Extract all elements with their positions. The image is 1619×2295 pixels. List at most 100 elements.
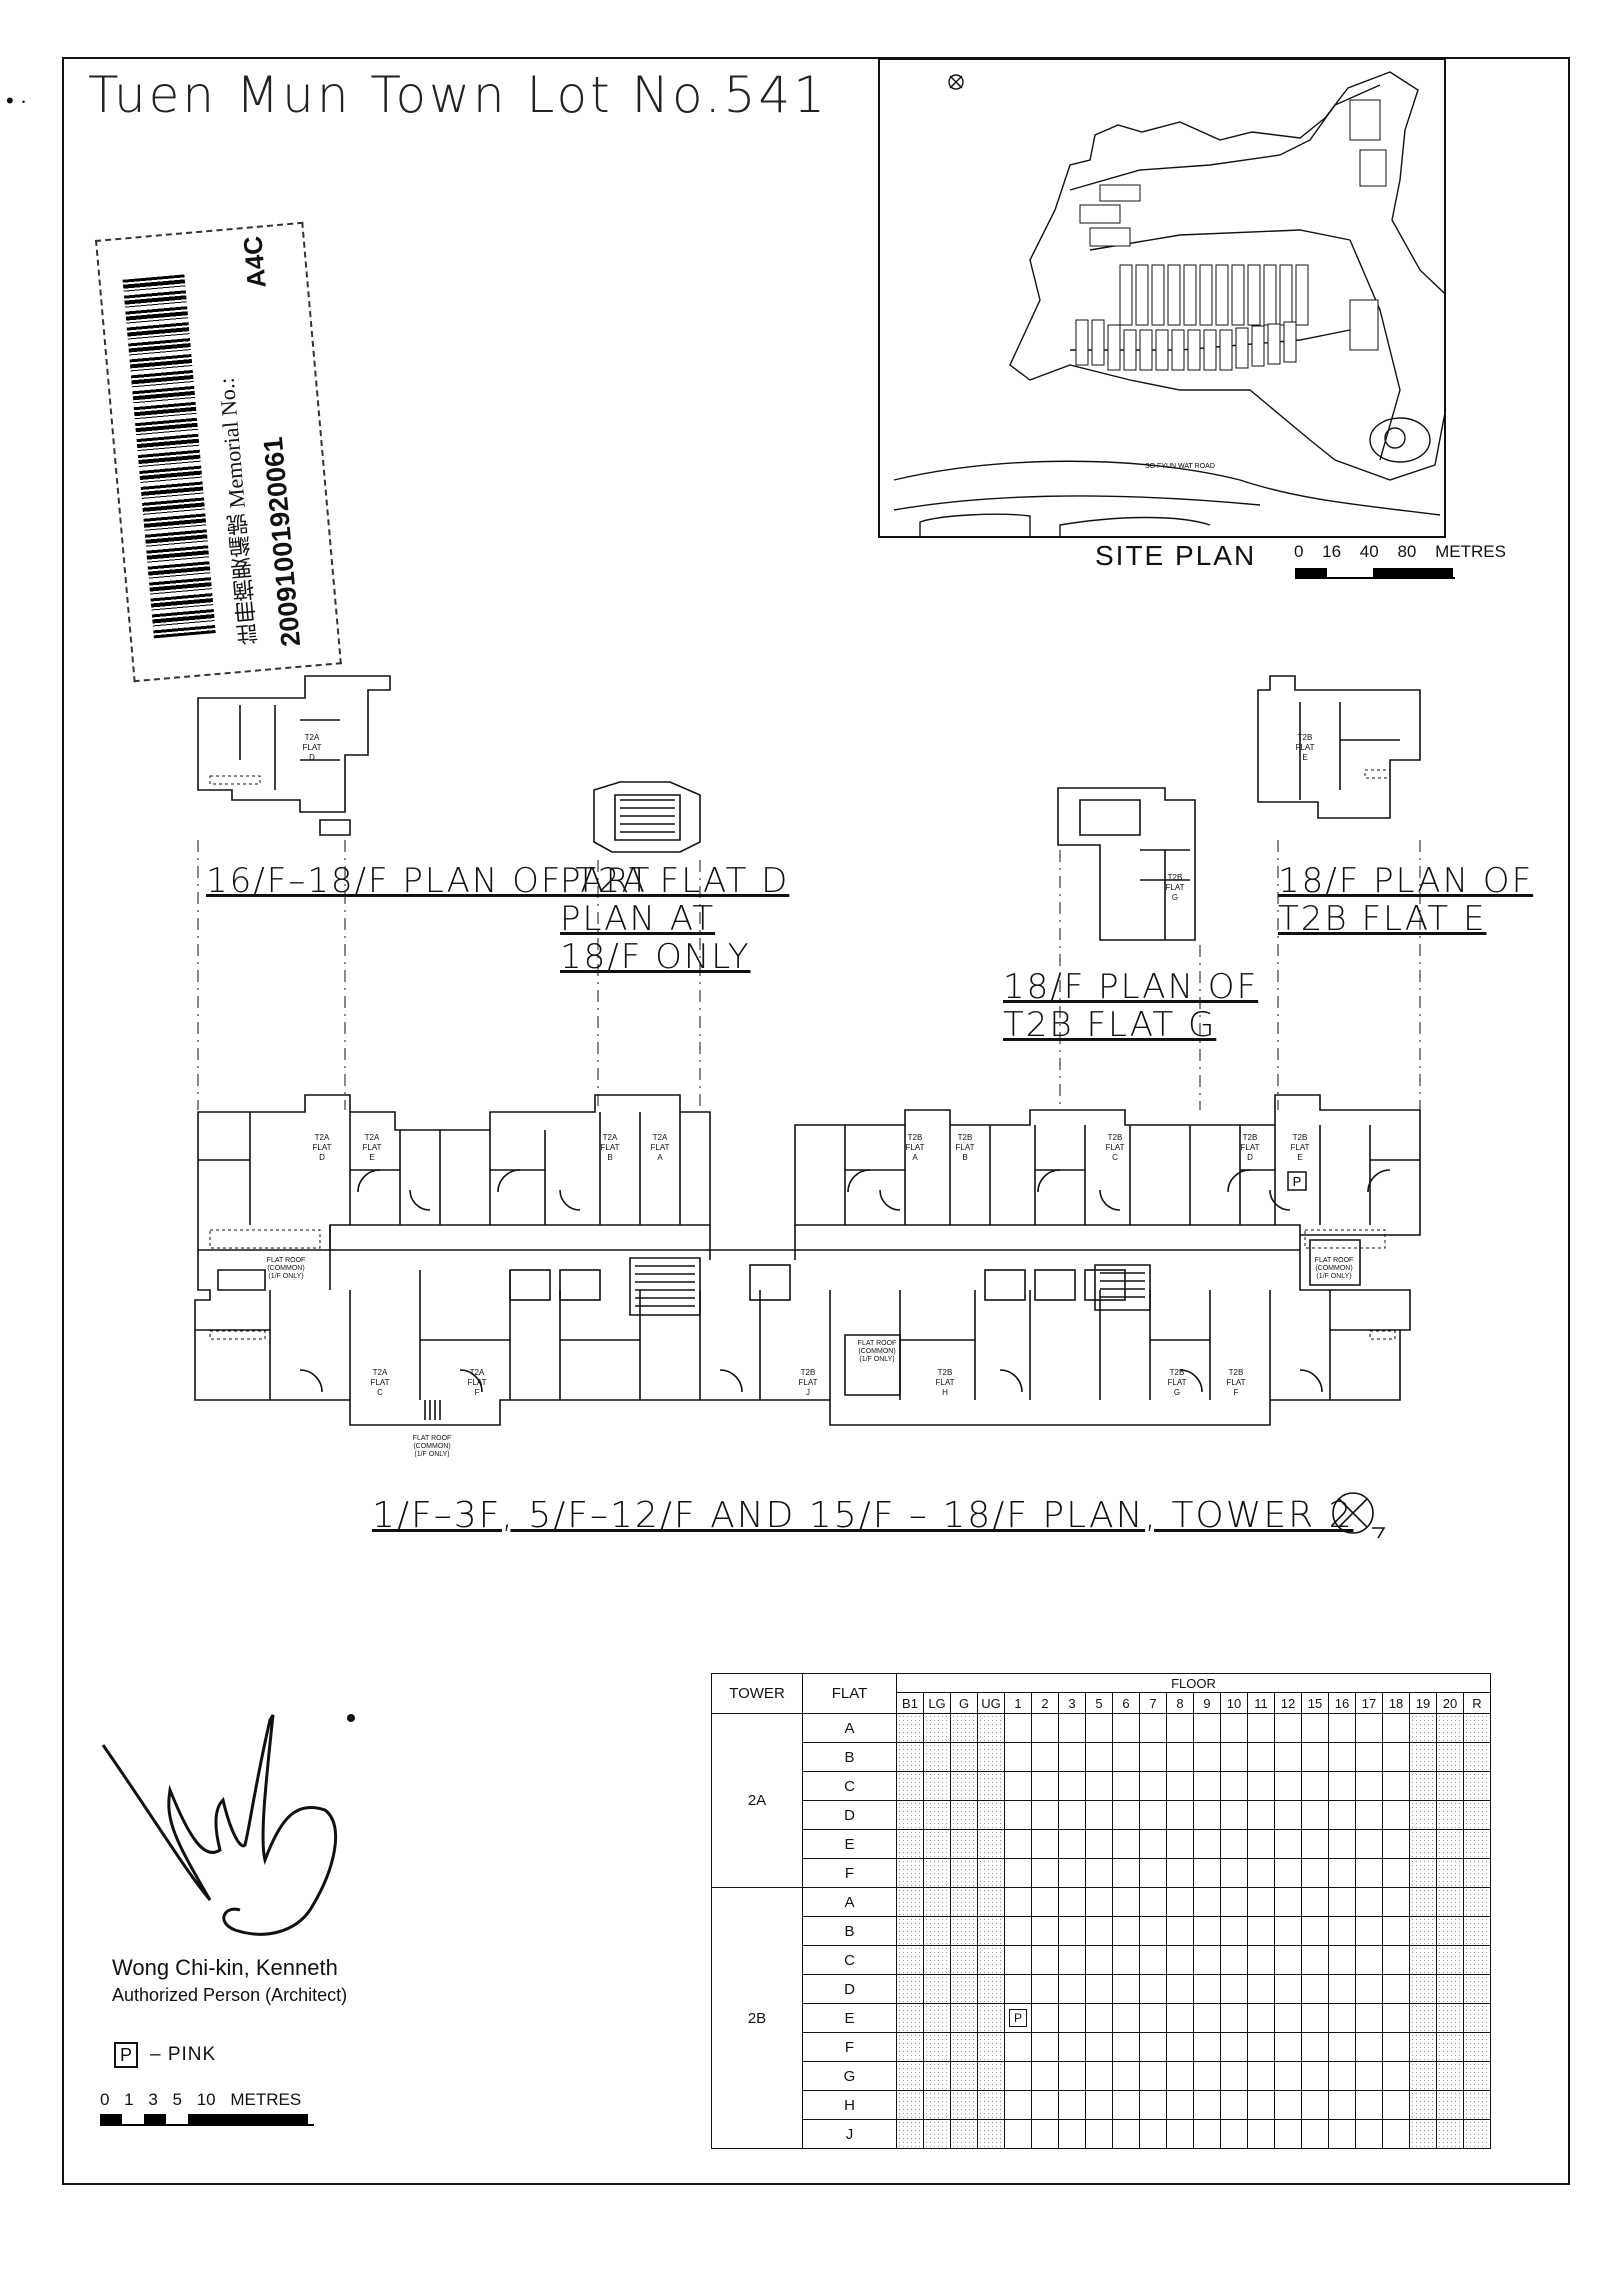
floor-cell bbox=[1058, 1858, 1086, 1888]
floor-cell bbox=[1301, 2090, 1329, 2120]
floor-number-header: UG bbox=[977, 1692, 1005, 1714]
margin-dots: • · bbox=[6, 88, 28, 113]
floor-cell bbox=[1247, 1858, 1275, 1888]
roof-label-mid: FLAT ROOF bbox=[858, 1340, 897, 1347]
floor-cell bbox=[1085, 1916, 1113, 1946]
floor-cell bbox=[1409, 2003, 1437, 2033]
floor-cell bbox=[1085, 1742, 1113, 1772]
authorized-person-role: Authorized Person (Architect) bbox=[112, 1985, 348, 2005]
site-plan-scale-text: 0 16 40 80 METRES bbox=[1294, 542, 1506, 561]
floor-cell bbox=[1463, 2090, 1491, 2120]
floor-cell bbox=[923, 1742, 951, 1772]
floor-cell bbox=[1166, 1974, 1194, 2004]
floor-cell bbox=[1382, 1800, 1410, 1830]
plan-label-t2a-flat-d: 16/F–18/F PLAN OF T2A FLAT D bbox=[206, 861, 790, 901]
floor-cell bbox=[1436, 1974, 1464, 2004]
floor-number-header: 3 bbox=[1058, 1692, 1086, 1714]
floor-cell bbox=[1301, 1800, 1329, 1830]
svg-text:FLAT: FLAT bbox=[1168, 1378, 1187, 1387]
floor-cell bbox=[977, 1916, 1005, 1946]
plan-label-t2b-flat-e: 18/F PLAN OF T2B FLAT E bbox=[1278, 861, 1534, 939]
floor-cell bbox=[1031, 1858, 1059, 1888]
floor-cell bbox=[1220, 1974, 1248, 2004]
table-row: D bbox=[712, 1800, 1491, 1830]
floor-cell bbox=[1031, 2119, 1059, 2149]
svg-text:FLAT: FLAT bbox=[601, 1143, 620, 1152]
floor-cell bbox=[1301, 2003, 1329, 2033]
floor-cell bbox=[1301, 1916, 1329, 1946]
floor-cell bbox=[1301, 1974, 1329, 2004]
table-row: F bbox=[712, 2032, 1491, 2062]
floor-cell bbox=[950, 1858, 978, 1888]
flat-label-t2a-b: T2A bbox=[603, 1133, 618, 1142]
svg-text:H: H bbox=[942, 1388, 948, 1397]
floor-cell bbox=[1301, 2032, 1329, 2062]
floor-cell bbox=[1409, 2032, 1437, 2062]
floor-cell bbox=[1382, 2119, 1410, 2149]
floor-cell bbox=[1328, 2032, 1356, 2062]
floor-plan-scale-bar bbox=[100, 2114, 314, 2126]
svg-text:(COMMON): (COMMON) bbox=[1315, 1265, 1352, 1272]
floor-cell bbox=[1274, 1742, 1302, 1772]
roof-label-left: FLAT ROOF bbox=[267, 1257, 306, 1264]
floor-cell bbox=[950, 1800, 978, 1830]
svg-text:D: D bbox=[309, 753, 315, 762]
floor-cell bbox=[1409, 1887, 1437, 1917]
floor-cell bbox=[1058, 2032, 1086, 2062]
svg-text:FLAT: FLAT bbox=[956, 1143, 975, 1152]
floor-cell bbox=[1085, 1887, 1113, 1917]
floor-cell bbox=[1436, 2003, 1464, 2033]
floor-cell bbox=[1139, 2003, 1167, 2033]
svg-text:E: E bbox=[369, 1153, 374, 1162]
floor-cell bbox=[1436, 1829, 1464, 1859]
svg-text:E: E bbox=[1302, 753, 1307, 762]
floor-cell bbox=[1193, 1945, 1221, 1975]
svg-text:FLAT: FLAT bbox=[303, 743, 322, 752]
floor-cell bbox=[1085, 1713, 1113, 1743]
floor-cell bbox=[1193, 1771, 1221, 1801]
legend-meaning: – PINK bbox=[150, 2044, 217, 2065]
floor-cell bbox=[977, 1800, 1005, 1830]
floor-cell bbox=[1058, 1713, 1086, 1743]
floor-cell bbox=[1058, 1800, 1086, 1830]
svg-text:(COMMON): (COMMON) bbox=[413, 1443, 450, 1450]
floor-cell bbox=[896, 1742, 924, 1772]
floor-cell bbox=[950, 2061, 978, 2091]
floor-cell bbox=[1139, 2090, 1167, 2120]
floor-cell bbox=[1193, 2032, 1221, 2062]
floor-cell bbox=[1274, 2032, 1302, 2062]
floor-cell bbox=[1301, 1858, 1329, 1888]
floor-cell bbox=[977, 1858, 1005, 1888]
floor-cell bbox=[1247, 2032, 1275, 2062]
floor-cell bbox=[923, 2090, 951, 2120]
floor-number-header: 2 bbox=[1031, 1692, 1059, 1714]
floor-cell bbox=[1004, 2061, 1032, 2091]
floor-cell bbox=[1085, 1800, 1113, 1830]
svg-text:FLAT: FLAT bbox=[1241, 1143, 1260, 1152]
svg-text:FLAT: FLAT bbox=[313, 1143, 332, 1152]
floor-cell bbox=[1220, 2061, 1248, 2091]
floor-cell bbox=[1409, 2090, 1437, 2120]
floor-cell bbox=[1166, 1945, 1194, 1975]
legend-symbol: P bbox=[114, 2042, 138, 2068]
svg-text:FLAT: FLAT bbox=[1296, 743, 1315, 752]
floor-number-header: 5 bbox=[1085, 1692, 1113, 1714]
floor-cell bbox=[923, 1887, 951, 1917]
floor-cell bbox=[1409, 2119, 1437, 2149]
floor-cell bbox=[1058, 1945, 1086, 1975]
floor-cell bbox=[1058, 1829, 1086, 1859]
flat-label-t2b-g: T2B bbox=[1170, 1368, 1185, 1377]
flat-cell: E bbox=[802, 2003, 897, 2033]
plan-label-part-plan: PART PLAN AT 18/F ONLY bbox=[560, 861, 751, 977]
flat-cell: D bbox=[802, 1974, 897, 2004]
floor-cell bbox=[1409, 2061, 1437, 2091]
floor-cell bbox=[1220, 1800, 1248, 1830]
floor-cell bbox=[1355, 1974, 1383, 2004]
table-row: E bbox=[712, 1829, 1491, 1859]
pink-marker-plan: P bbox=[1293, 1174, 1302, 1189]
floor-cell bbox=[1436, 2032, 1464, 2062]
floor-cell bbox=[896, 1800, 924, 1830]
floor-cell bbox=[1139, 1945, 1167, 1975]
floor-cell bbox=[1463, 1713, 1491, 1743]
